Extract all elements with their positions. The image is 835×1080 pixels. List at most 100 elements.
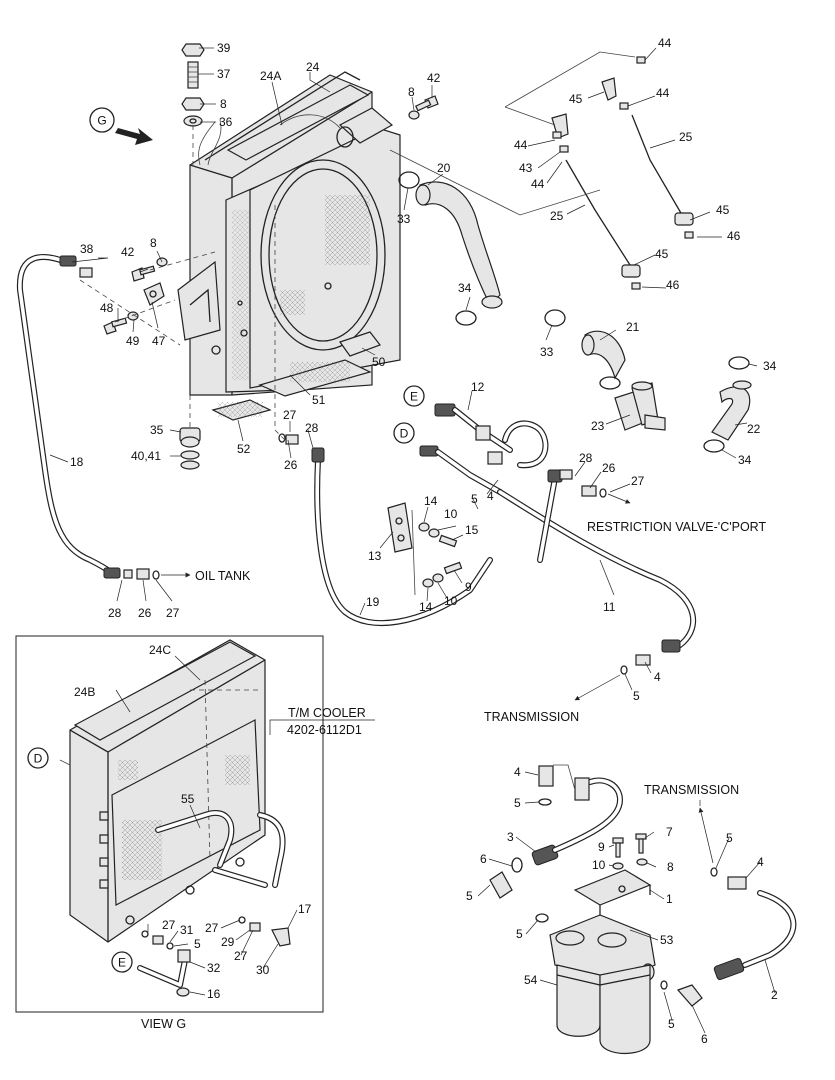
callout-27d: 27	[162, 918, 176, 932]
hose-18	[16, 254, 160, 580]
callout-46b: 46	[666, 278, 680, 292]
callout-21: 21	[626, 320, 640, 334]
callout-1: 1	[666, 892, 673, 906]
callout-15: 15	[465, 523, 479, 537]
callout-10b: 10	[444, 594, 458, 608]
callout-52: 52	[237, 442, 251, 456]
pipe-d	[419, 445, 503, 495]
svg-text:G: G	[97, 114, 106, 128]
note-transmission-mid: TRANSMISSION	[484, 710, 579, 724]
svg-text:D: D	[400, 427, 409, 441]
callout-28a: 28	[305, 421, 319, 435]
callout-48: 48	[100, 301, 114, 315]
callout-34b: 34	[763, 359, 777, 373]
callout-9b: 9	[598, 840, 605, 854]
callout-8b: 8	[408, 85, 415, 99]
callout-5h: 5	[668, 1017, 675, 1031]
callout-11: 11	[603, 600, 616, 614]
callout-34a: 34	[458, 281, 472, 295]
hose-clamps	[398, 171, 750, 453]
filter-assembly	[489, 764, 797, 1055]
upper-hose-20	[415, 181, 503, 309]
pipe-23	[614, 381, 666, 431]
callout-31: 31	[180, 923, 194, 937]
callout-5e: 5	[466, 889, 473, 903]
callout-49: 49	[126, 334, 140, 348]
callout-24b: 24B	[74, 685, 95, 699]
callout-8c: 8	[150, 236, 157, 250]
callout-30: 30	[256, 963, 270, 977]
note-view-g: VIEW G	[141, 1017, 186, 1031]
callout-24: 24	[306, 60, 320, 74]
hose-11	[497, 469, 697, 675]
callout-47: 47	[152, 334, 166, 348]
callout-13: 13	[368, 549, 382, 563]
note-tm-cooler-line2: 4202-6112D1	[287, 723, 362, 737]
view-marker-d-top[interactable]: D	[393, 422, 415, 444]
callout-leaders	[49, 47, 776, 1034]
callout-25b: 25	[550, 209, 564, 223]
callout-24a: 24A	[260, 69, 281, 83]
callout-20: 20	[437, 161, 451, 175]
callout-36: 36	[219, 115, 233, 129]
callout-18: 18	[70, 455, 84, 469]
callout-24c: 24C	[149, 643, 171, 657]
callout-53: 53	[660, 933, 674, 947]
callout-29: 29	[221, 935, 235, 949]
hose-22	[711, 380, 752, 441]
callout-44a: 44	[658, 36, 672, 50]
callout-8d: 8	[667, 860, 674, 874]
callout-26b: 26	[138, 606, 152, 620]
callout-55: 55	[181, 792, 195, 806]
callout-40-41: 40,41	[131, 449, 161, 463]
callout-22: 22	[747, 422, 761, 436]
view-marker-e-top[interactable]: E	[403, 385, 425, 407]
svg-text:D: D	[34, 752, 43, 766]
callout-5f: 5	[516, 927, 523, 941]
callout-8a: 8	[220, 97, 227, 111]
fittings-restriction	[559, 469, 607, 498]
callout-4c: 4	[514, 765, 521, 779]
view-arrow-g	[115, 128, 153, 145]
callout-27e: 27	[205, 921, 219, 935]
callout-44b: 44	[656, 86, 670, 100]
callout-16: 16	[207, 987, 221, 1001]
view-marker-d-inset[interactable]: D	[27, 747, 49, 769]
callout-5a: 5	[471, 492, 478, 506]
pipe-12	[434, 403, 549, 469]
callout-10a: 10	[444, 507, 458, 521]
hose-19	[278, 433, 493, 626]
radiator-assembly	[177, 71, 401, 443]
callout-27c: 27	[631, 474, 645, 488]
callout-14b: 14	[419, 600, 433, 614]
callout-28b: 28	[108, 606, 122, 620]
callout-2: 2	[771, 988, 778, 1002]
callout-9a: 9	[465, 580, 472, 594]
view-marker-g[interactable]: G	[89, 107, 115, 133]
callout-4d: 4	[757, 855, 764, 869]
callout-28c: 28	[579, 451, 593, 465]
note-restriction-valve: RESTRICTION VALVE-'C'PORT	[587, 520, 766, 534]
stay-rods-25	[551, 56, 694, 290]
hardware-stack	[180, 43, 205, 470]
callout-44c: 44	[514, 138, 528, 152]
callout-27b: 27	[166, 606, 180, 620]
note-transmission-right: TRANSMISSION	[644, 783, 739, 797]
callout-5g: 5	[726, 831, 733, 845]
callout-5b: 5	[633, 689, 640, 703]
callout-39: 39	[217, 41, 231, 55]
lower-hose-21	[581, 330, 626, 380]
callout-27a: 27	[283, 408, 297, 422]
svg-text:E: E	[410, 390, 418, 404]
callout-37: 37	[217, 67, 231, 81]
callout-35: 35	[150, 423, 164, 437]
callout-25a: 25	[679, 130, 693, 144]
bracket-13	[387, 502, 463, 588]
callout-44d: 44	[531, 177, 545, 191]
callout-46a: 46	[727, 229, 741, 243]
callout-3: 3	[507, 830, 514, 844]
callout-6b: 6	[701, 1032, 708, 1046]
note-oil-tank: OIL TANK	[195, 569, 251, 583]
view-marker-e-inset[interactable]: E	[111, 951, 133, 973]
callout-34c: 34	[738, 453, 752, 467]
